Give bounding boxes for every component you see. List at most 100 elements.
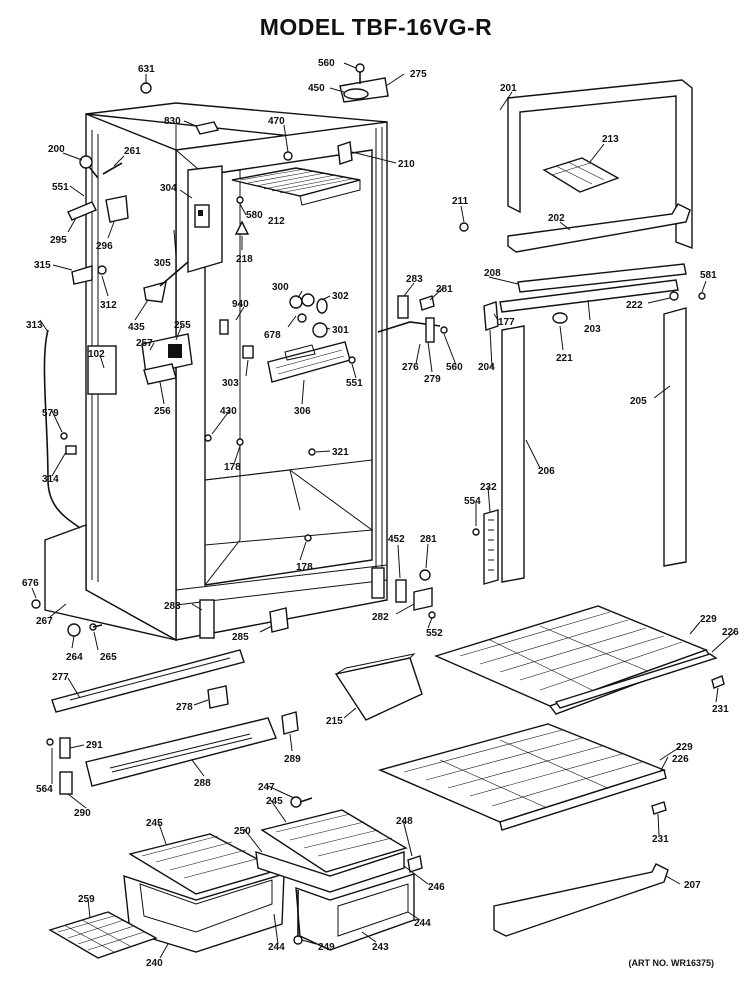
part-label: 305 [154,258,171,269]
part-label: 676 [22,578,39,589]
part-label: 579 [42,408,59,419]
part-label: 296 [96,241,113,252]
part-label: 581 [700,270,717,281]
part-label: 201 [500,83,517,94]
part-label: 940 [232,299,249,310]
part-label: 249 [318,942,335,953]
part-label: 301 [332,325,349,336]
part-label: 631 [138,64,155,75]
part-label: 208 [484,268,501,279]
part-label: 247 [258,782,275,793]
part-label: 244 [268,942,285,953]
part-label: 278 [176,702,193,713]
part-label: 200 [48,144,65,155]
part-label: 218 [236,254,253,265]
part-label: 226 [672,754,689,765]
part-label: 102 [88,349,105,360]
part-label: 221 [556,353,573,364]
part-label: 222 [626,300,643,311]
part-label: 246 [428,882,445,893]
part-label: 295 [50,235,67,246]
part-label: 302 [332,291,349,302]
art-number: (ART NO. WR16375) [628,958,714,968]
part-label: 285 [232,632,249,643]
part-label: 551 [52,182,69,193]
part-label: 210 [398,159,415,170]
part-label: 560 [318,58,335,69]
part-label: 276 [402,362,419,373]
part-label: 551 [346,378,363,389]
part-label: 275 [410,69,427,80]
center-parts [204,63,448,633]
part-label: 245 [146,818,163,829]
part-label: 288 [194,778,211,789]
part-label: 315 [34,260,51,271]
part-label: 267 [36,616,53,627]
part-label: 206 [538,466,555,477]
part-label: 205 [630,396,647,407]
part-label: 321 [332,447,349,458]
part-label: 304 [160,183,177,194]
leader-lines [31,62,735,959]
part-label: 470 [268,116,285,127]
part-label: 211 [452,196,469,207]
part-label: 255 [174,320,191,331]
part-label: 204 [478,362,495,373]
part-label: 244 [414,918,431,929]
door-parts [459,79,706,585]
part-label: 564 [36,784,53,795]
part-label: 264 [66,652,83,663]
part-label: 243 [372,942,389,953]
part-label: 283 [164,601,181,612]
part-label: 283 [406,274,423,285]
part-label: 430 [220,406,237,417]
part-label: 257 [136,338,153,349]
part-label: 452 [388,534,405,545]
part-label: 203 [584,324,601,335]
part-label: 306 [294,406,311,417]
part-label: 580 [246,210,263,221]
part-label: 207 [684,880,701,891]
part-label: 256 [154,406,171,417]
part-label: 250 [234,826,251,837]
lower-parts [46,649,423,959]
part-label: 277 [52,672,69,683]
part-label: 215 [326,716,343,727]
part-label: 314 [42,474,59,485]
part-label: 202 [548,213,565,224]
part-label: 313 [26,320,43,331]
page-title: MODEL TBF-16VG-R [259,14,493,40]
part-label: 240 [146,958,163,969]
part-label: 291 [86,740,103,751]
part-label: 229 [700,614,717,625]
part-label: 552 [426,628,443,639]
part-label: 281 [436,284,453,295]
part-label: 213 [602,134,619,145]
part-label: 830 [164,116,181,127]
part-label: 290 [74,808,91,819]
part-label: 265 [100,652,117,663]
part-label: 229 [676,742,693,753]
part-labels: 631 830 560 450 275 470 210 201 213 200 … [22,58,739,969]
part-label: 231 [652,834,669,845]
part-label: 312 [100,300,117,311]
part-label: 282 [372,612,389,623]
part-label: 289 [284,754,301,765]
part-label: 259 [78,894,95,905]
part-label: 231 [712,704,729,715]
part-label: 232 [480,482,497,493]
shelves [377,605,725,937]
part-label: 279 [424,374,441,385]
part-label: 678 [264,330,281,341]
left-parts [31,82,220,637]
part-label: 212 [268,216,285,227]
refrigerator-cabinet [44,102,388,642]
part-label: 245 [266,796,283,807]
part-label: 178 [296,562,313,573]
part-label: 300 [272,282,289,293]
part-label: 226 [722,627,739,638]
part-label: 178 [224,462,241,473]
part-label: 261 [124,146,141,157]
part-label: 281 [420,534,437,545]
